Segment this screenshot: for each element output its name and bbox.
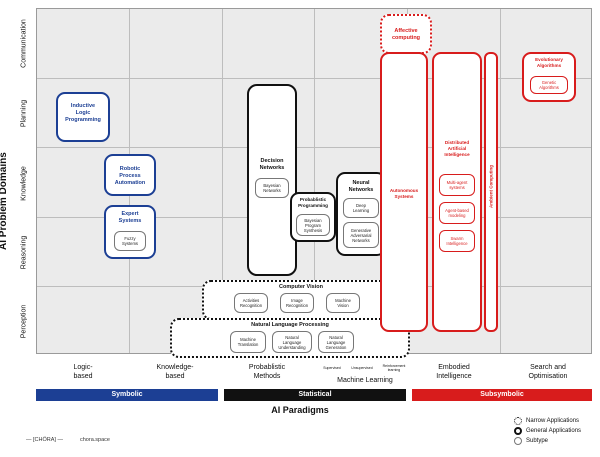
grid-col-divider [500,9,501,353]
subtype-image-recognition: Image Recognition [280,293,314,313]
subtype-swarm-intelligence: Swarm Intelligence [439,230,475,252]
y-label-communication: Communication [20,19,28,68]
node-label: Autonomous Systems [389,188,419,199]
bold-circle-icon [514,427,522,435]
node-inductive-logic-programming: Inductive Logic Programming [56,92,110,142]
node-label: Ambient Computing [488,165,494,208]
node-label: Probablistic Programming [298,197,328,208]
node-label: Robotic Process Automation [114,166,146,186]
legend-general: General Applications [514,427,581,435]
subtype-bayesian-program-synthesis: Bayesian Program Synthesis [296,214,330,236]
subtype-multi-agent-systems: Multi-agent systems [439,174,475,196]
node-label: Evolutionary Algorithms [535,57,563,68]
subtype-activities-recognition: Activities Recognition [234,293,268,313]
legend-label: Narrow Applications [526,418,580,424]
y-label-planning: Planning [20,99,28,128]
subtype-machine-vision: Machine Vision [326,293,360,313]
grid-row-divider [37,147,591,148]
y-label-perception: Perception [20,304,28,339]
dotted-circle-icon [514,417,522,425]
x-axis-title: AI Paradigms [271,405,329,415]
node-decision-networks: Decision Networks Bayesian Networks [247,84,297,276]
node-robotic-process-automation: Robotic Process Automation [104,154,156,196]
x-label-embodied: Embodied Intelligence [436,364,472,380]
grid-row-divider [37,78,591,79]
node-natural-language-processing: Natural Language Processing Machine Tran… [170,318,410,358]
x-label-search: Search and Optimisation [528,364,568,380]
brand-site: chora.space [80,437,110,443]
node-label: Distributed Artificial Intelligence [444,140,470,157]
subtype-natural-language-understanding: Natural Language Understanding [272,331,312,353]
thin-circle-icon [514,437,522,445]
ml-sub-unsupervised: Unsupervised [351,366,373,370]
grid-col-divider [222,9,223,353]
subtype-machine-translation: Machine Translation [230,331,266,353]
node-probabilistic-programming: Probablistic Programming Bayesian Progra… [290,192,336,242]
legend-label: Subtype [526,438,549,444]
node-label: Computer Vision [279,284,323,290]
y-label-knowledge: Knowledge [20,166,28,201]
brand-logo: — [CHÖRA] — [26,437,63,443]
y-label-reasoning: Reasoning [20,235,28,270]
subtype-bayesian-networks: Bayesian Networks [255,178,289,198]
node-affective-computing: Affective computing [380,14,432,54]
legend-subtype: Subtype [514,437,548,445]
subtype-agent-based-modeling: Agent-based modeling [439,202,475,224]
legend-label: General Applications [526,428,582,434]
subtype-deep-learning: Deep Learning [343,198,379,218]
subtype-genetic-algorithms: Genetic Algorithms [530,76,568,94]
x-label-logic-based: Logic- based [73,364,93,380]
node-autonomous-systems: Autonomous Systems [380,52,428,332]
node-computer-vision: Computer Vision Activities Recognition I… [202,280,400,320]
subtype-fuzzy-systems: Fuzzy Systems [114,231,146,251]
node-label: Inductive Logic Programming [65,103,101,123]
paradigm-bar-statistical: Statistical [224,389,406,401]
paradigm-bar-subsymbolic: Subsymbolic [412,389,592,401]
ml-sub-supervised: Supervised [323,366,341,370]
x-label-knowledge-based: Knowledge- based [156,364,194,380]
node-expert-systems: Expert Systems Fuzzy Systems [104,205,156,259]
ml-sub-reinforcement: Reinforcement learning [382,364,406,372]
node-neural-networks: Neural Networks Deep Learning Generative… [336,172,386,256]
x-label-machine-learning: Machine Learning [337,377,393,384]
node-label: Natural Language Processing [251,322,329,328]
paradigm-bar-symbolic: Symbolic [36,389,218,401]
node-label: Decision Networks [259,158,285,171]
grid-col-divider [314,9,315,353]
node-label: Expert Systems [118,211,142,224]
node-evolutionary-algorithms: Evolutionary Algorithms Genetic Algorith… [522,52,576,102]
y-axis-title: AI Problem Domains [0,152,9,250]
legend-narrow: Narrow Applications [514,417,579,425]
x-label-probabilistic: Probablistic Methods [248,364,286,380]
node-ambient-computing: Ambient Computing [484,52,498,332]
node-distributed-ai: Distributed Artificial Intelligence Mult… [432,52,482,332]
subtype-natural-language-generation: Natural Language Generation [318,331,354,353]
node-label: Affective computing [391,28,421,41]
node-label: Neural Networks [348,180,374,193]
subtype-generative-adversarial-networks: Generative Adversarial Networks [343,222,379,248]
